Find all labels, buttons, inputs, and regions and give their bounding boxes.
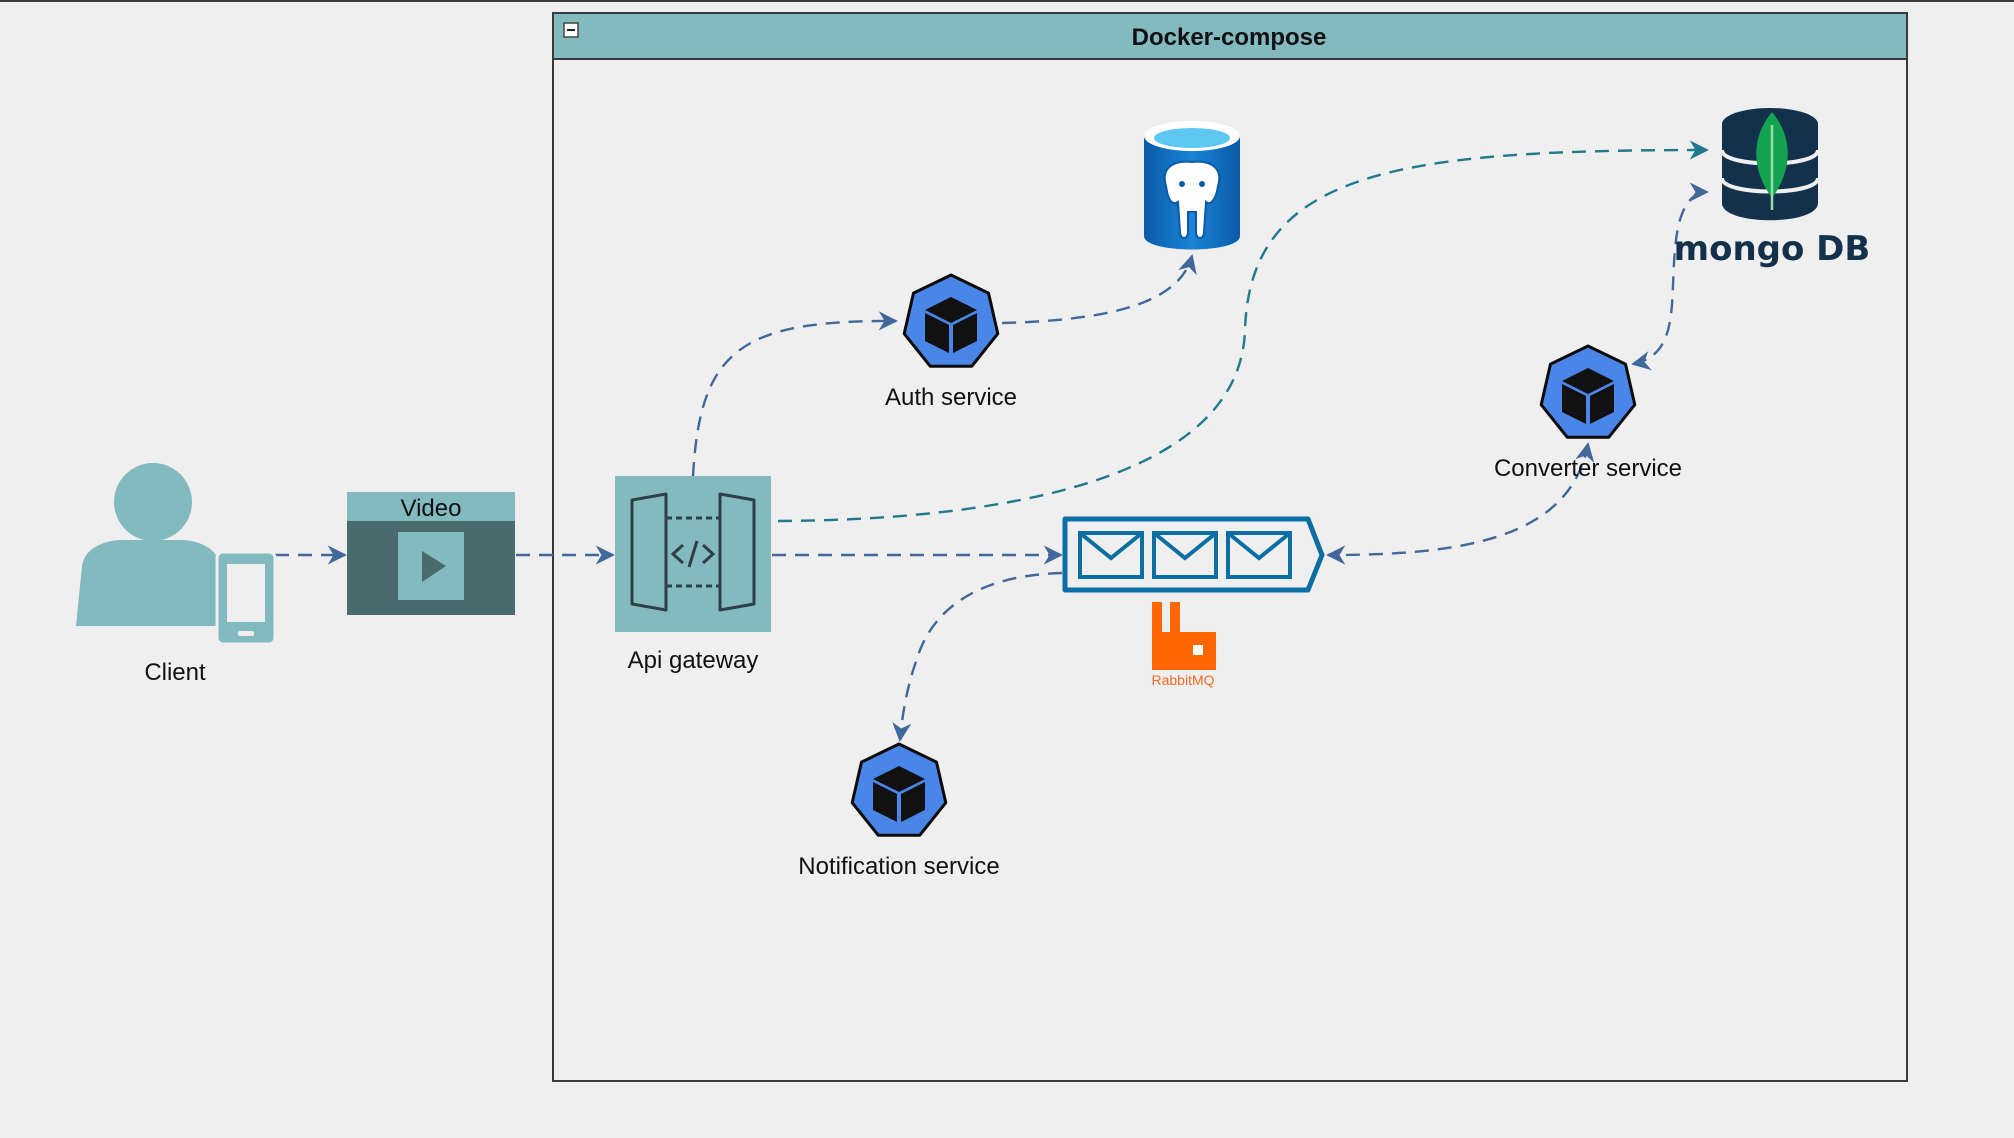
edge-gateway-mongodb [777,140,1709,523]
mongodb-label: mongo DB [1674,229,1871,269]
notification-service-label: Notification service [798,853,999,880]
client-label: Client [144,659,206,686]
converter-service-label: Converter service [1494,455,1682,482]
auth-service-label: Auth service [885,384,1017,411]
client-node[interactable]: Client [76,463,277,686]
api-gateway-node[interactable]: Api gateway [615,476,771,674]
converter-service-node[interactable]: Converter service [1494,344,1682,482]
rabbit-icon [1152,602,1216,670]
top-border [0,0,2014,2]
edge-queue-notification [892,571,1063,742]
edge-converter-queue [1326,442,1595,565]
mongo-leaf-icon [1756,112,1788,210]
container-title: Docker-compose [1132,24,1327,51]
envelope-icon [1226,531,1292,579]
collapse-icon[interactable] [563,22,579,38]
envelope-icon [1152,531,1218,579]
video-node[interactable]: Video [347,492,515,615]
rabbitmq-logo: RabbitMQ [1151,602,1216,688]
rabbitmq-label: RabbitMQ [1151,672,1214,688]
message-queue-node[interactable] [1062,516,1325,593]
edge-auth-postgres [1001,254,1197,325]
auth-service-node[interactable]: Auth service [885,273,1017,411]
api-gateway-label: Api gateway [628,647,759,674]
notification-service-node[interactable]: Notification service [798,742,1000,880]
mongodb-node[interactable]: mongo DB [1674,108,1871,269]
postgresql-icon [1144,121,1240,250]
play-icon [398,532,464,600]
user-icon [76,463,226,626]
api-gateway-icon [630,492,756,612]
envelope-icon [1078,531,1144,579]
mobile-phone-icon [215,550,277,646]
edge-converter-mongodb [1631,182,1709,371]
video-label: Video [401,495,462,522]
edges [275,140,1709,742]
postgresql-node[interactable] [1144,121,1240,250]
